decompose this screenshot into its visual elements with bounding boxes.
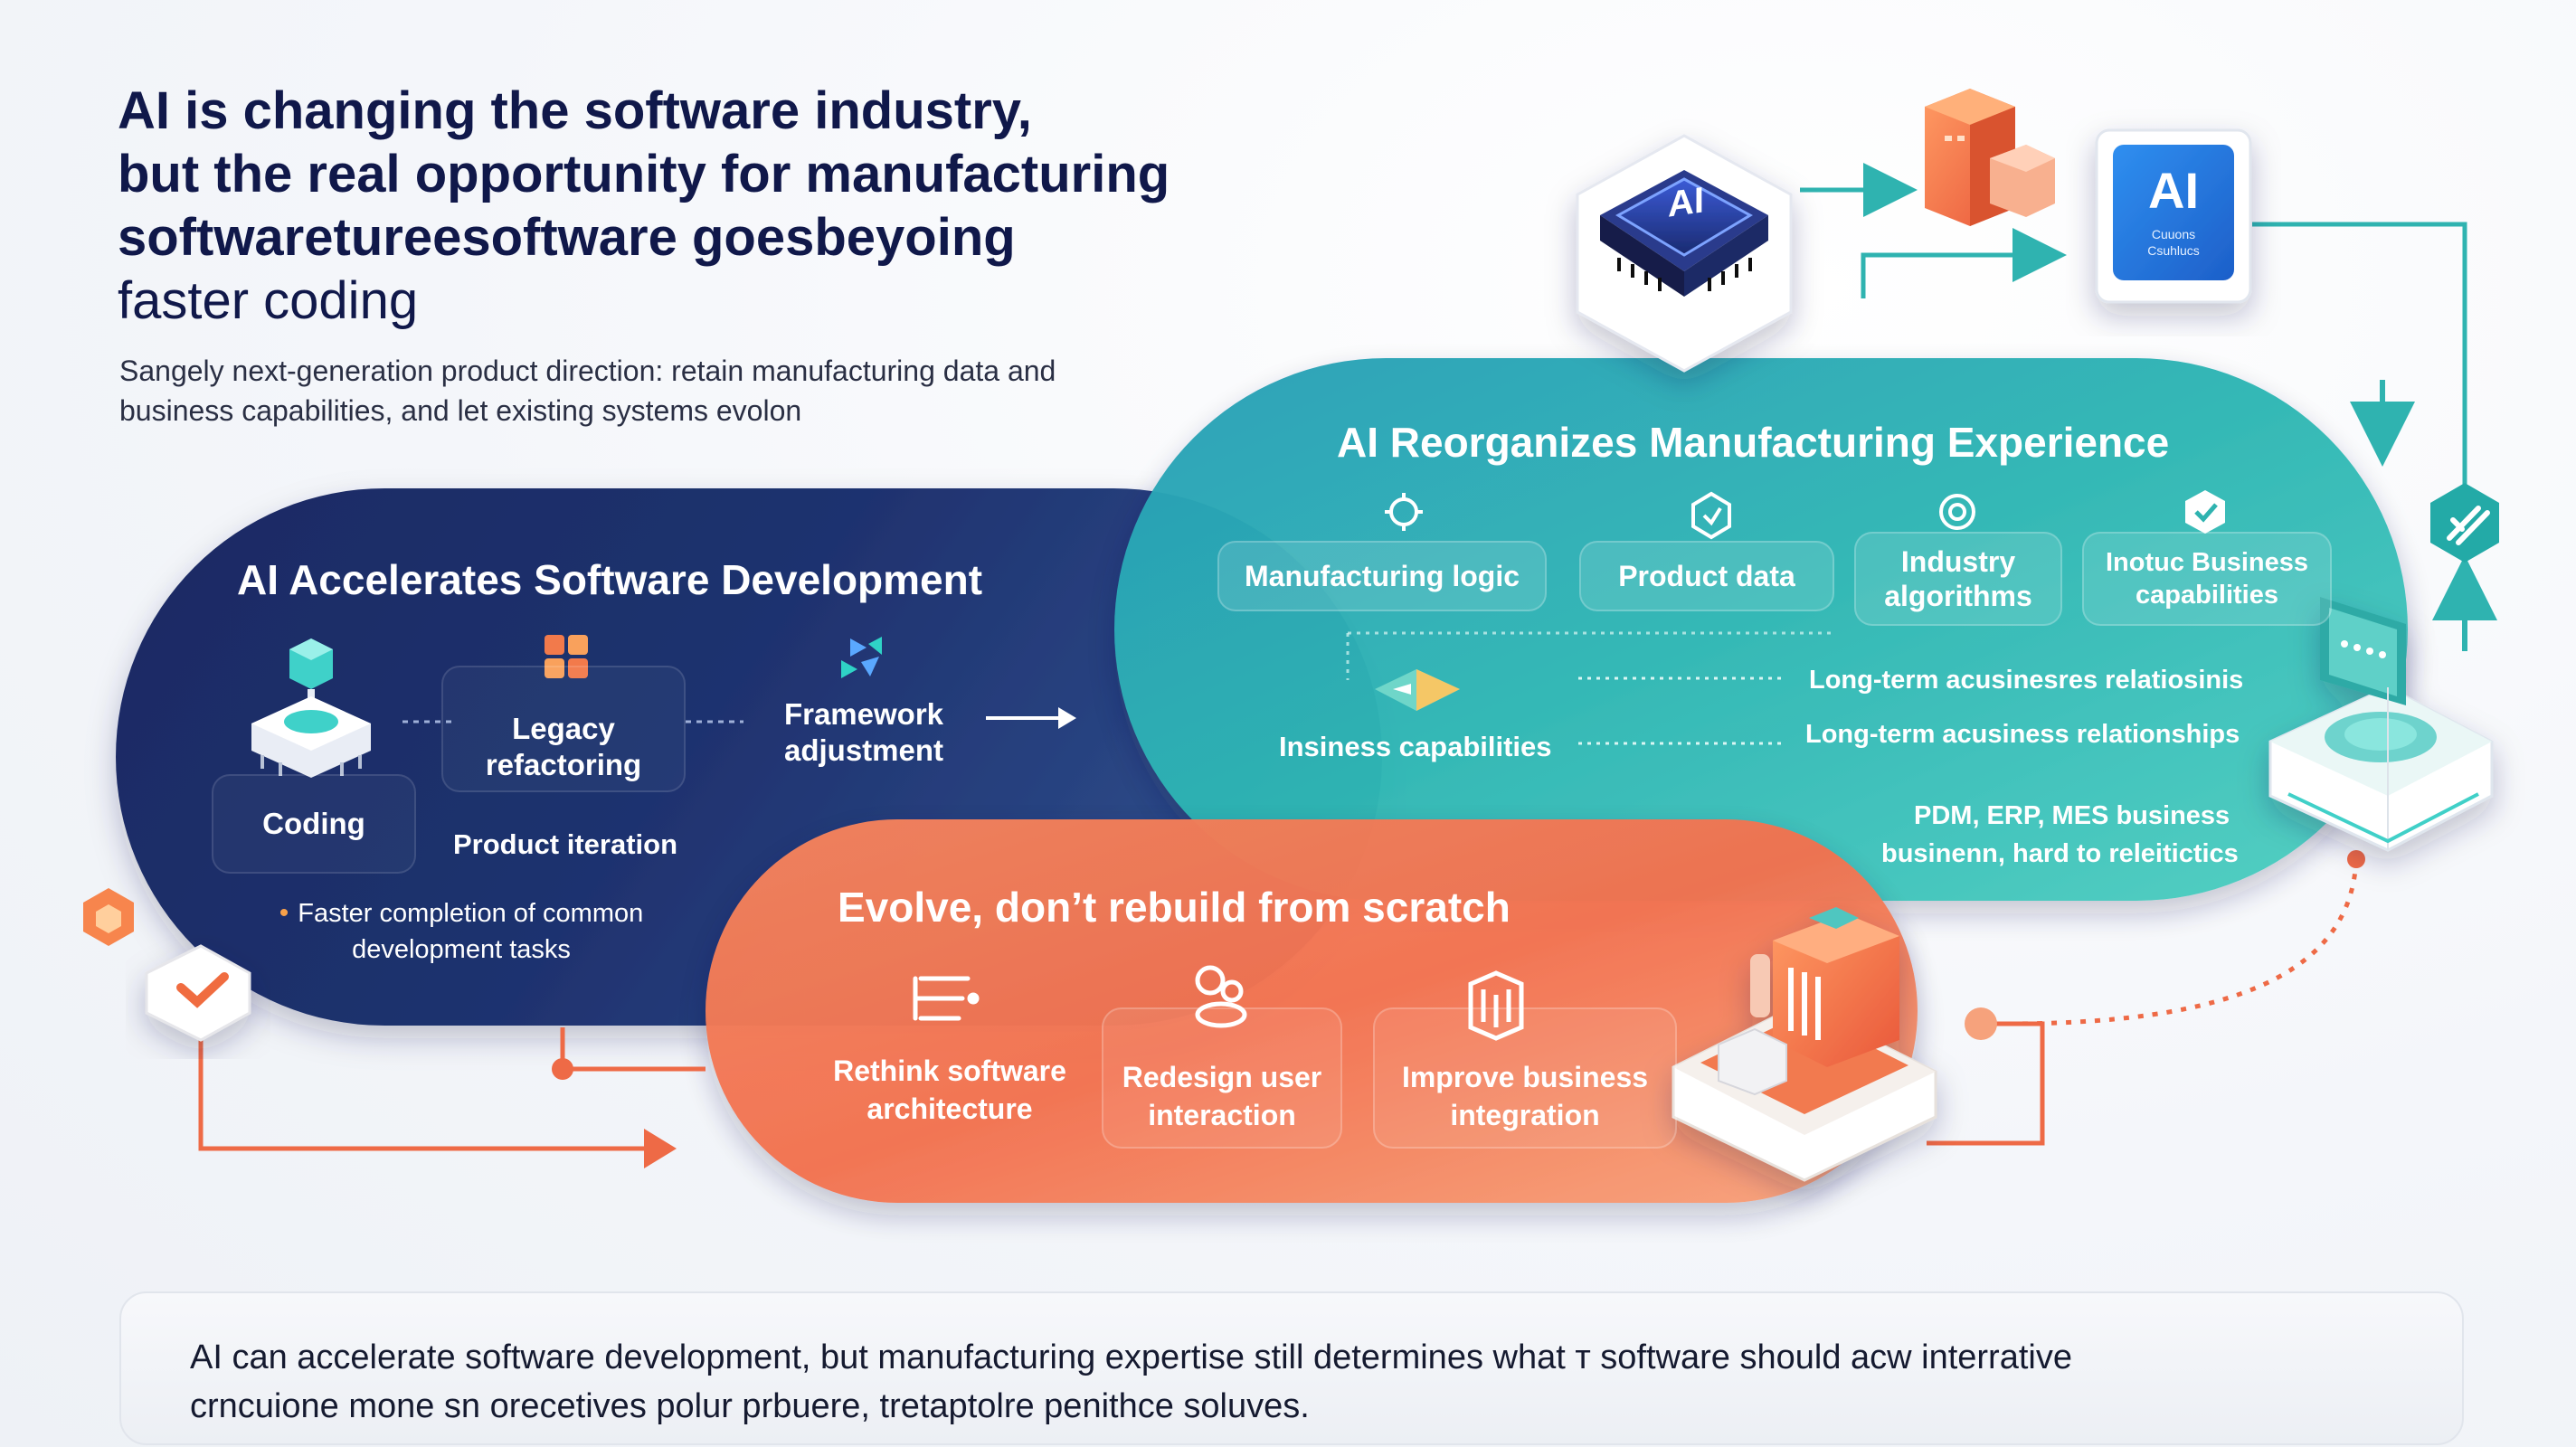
connector-node-big <box>1965 1007 1997 1040</box>
ai-box-icon <box>2095 128 2252 304</box>
evolve-card-integration[interactable]: Improve business integration <box>1373 1007 1677 1149</box>
ai-box-sub-1: Cuuons <box>2151 227 2196 241</box>
integration-icon <box>1468 970 1524 1041</box>
connector-to-ai-box <box>1861 228 2067 298</box>
connector-node <box>552 1058 573 1080</box>
mfg-line-1: Long-term acusinesres relatiosinis <box>1809 666 2244 695</box>
interaction-icon <box>1195 965 1247 1028</box>
mfg-card-label: Product data <box>1618 560 1795 592</box>
dev-panel-title: AI Accelerates Software Development <box>237 556 983 603</box>
mfg-line-4: businenn, hard to releitictics <box>1881 839 2239 868</box>
manufacturing-logic-icon <box>1385 493 1423 531</box>
architecture-icon <box>913 976 980 1021</box>
summary-line-2: crncuione mone sn orecetives polur prbue… <box>190 1387 1310 1425</box>
product-iteration-label: Product iteration <box>452 828 677 860</box>
mfg-card-business-capabilities[interactable]: Inotuc Business capabilities <box>2082 532 2332 626</box>
legacy-label: Legacy refactoring <box>485 712 642 781</box>
evolve-panel-title: Evolve, don’t rebuild from scratch <box>838 884 1511 931</box>
ai-box-label: AI <box>2148 162 2199 219</box>
dev-arrowhead <box>1058 707 1076 729</box>
business-capabilities-icon <box>2185 490 2225 534</box>
bullet-dot: • <box>279 898 289 928</box>
evolve-card-label: Redesign user interaction <box>1122 1061 1322 1131</box>
connector-left-arrowhead <box>644 1129 677 1168</box>
subtitle-line-1: Sangely next-generation product directio… <box>119 355 1056 387</box>
checkmark-tile-icon <box>145 944 251 1042</box>
title-line-2: but the real opportunity for manufacturi… <box>118 145 1170 203</box>
legacy-card[interactable]: Legacy refactoring <box>441 666 686 792</box>
framework-label: Framework adjustment <box>783 697 944 767</box>
mfg-card-label: Industry algorithms <box>1884 545 2032 612</box>
mfg-panel-bg <box>1114 358 2408 901</box>
ai-box-sub-2: Csuhlucs <box>2147 243 2200 258</box>
title-line-4: faster coding <box>118 271 419 330</box>
hex-tools-icon <box>2430 483 2499 563</box>
evolve-card-interaction[interactable]: Redesign user interaction <box>1102 1007 1342 1149</box>
teal-platform-icon <box>2268 597 2494 852</box>
mfg-card-industry-algorithms[interactable]: Industry algorithms <box>1854 532 2062 626</box>
mfg-card-label: Manufacturing logic <box>1245 560 1520 592</box>
summary-box <box>119 1291 2464 1445</box>
summary-line-1: AI can accelerate software development, … <box>190 1338 2072 1376</box>
connector-node-right <box>2347 850 2365 868</box>
evolve-card-architecture[interactable]: Rethink software architecture <box>814 1040 1085 1140</box>
ai-chip-icon <box>1576 134 1793 373</box>
capabilities-diamond-icon <box>1375 669 1460 711</box>
dev-note-text: Faster completion of common development … <box>298 899 644 964</box>
factory-platform-icon <box>1672 907 1937 1182</box>
evolve-panel-bg <box>706 819 1918 1203</box>
connector-dev-to-evolve <box>560 1027 706 1072</box>
coding-chip-icon <box>251 638 371 778</box>
product-data-icon <box>1691 491 1731 540</box>
mfg-line-2: Long-term acusiness relationships <box>1805 720 2240 749</box>
mfg-panel-title: AI Reorganizes Manufacturing Experience <box>1337 419 2170 466</box>
coding-label: Coding <box>262 807 365 840</box>
framework-icon <box>841 637 882 678</box>
mfg-card-manufacturing-logic[interactable]: Manufacturing logic <box>1217 541 1547 611</box>
orange-cubes-icon <box>1925 89 2055 226</box>
capabilities-label: Insiness capabilities <box>1279 731 1552 762</box>
ai-box-sublabel: Cuuons Csuhlucs <box>2113 226 2234 259</box>
connector-left-loop <box>198 1004 651 1151</box>
page-title: AI is changing the software industry, bu… <box>118 80 1384 333</box>
dev-note: • Faster completion of common development… <box>253 895 669 968</box>
industry-algorithms-icon <box>1939 494 1975 530</box>
legacy-icon <box>545 635 588 678</box>
mfg-card-label: Inotuc Business capabilities <box>2106 548 2308 610</box>
title-line-1: AI is changing the software industry, <box>118 81 1032 140</box>
summary-text: AI can accelerate software development, … <box>190 1333 2433 1431</box>
connector-right-loop <box>1927 1021 2045 1146</box>
evolve-card-label: Improve business integration <box>1401 1061 1649 1131</box>
evolve-card-label: Rethink software architecture <box>833 1055 1066 1125</box>
mfg-line-3: PDM, ERP, MES business <box>1914 801 2230 830</box>
connector-right-rail <box>2252 222 2467 488</box>
title-line-3: softwaretureesoftware goesbeyoing <box>118 208 1016 267</box>
page-subtitle: Sangely next-generation product directio… <box>119 351 1295 430</box>
subtitle-line-2: business capabilities, and let existing … <box>119 394 802 427</box>
coding-card[interactable]: Coding <box>212 774 416 874</box>
mfg-card-product-data[interactable]: Product data <box>1579 541 1834 611</box>
orange-hex-cube-icon <box>83 888 134 946</box>
